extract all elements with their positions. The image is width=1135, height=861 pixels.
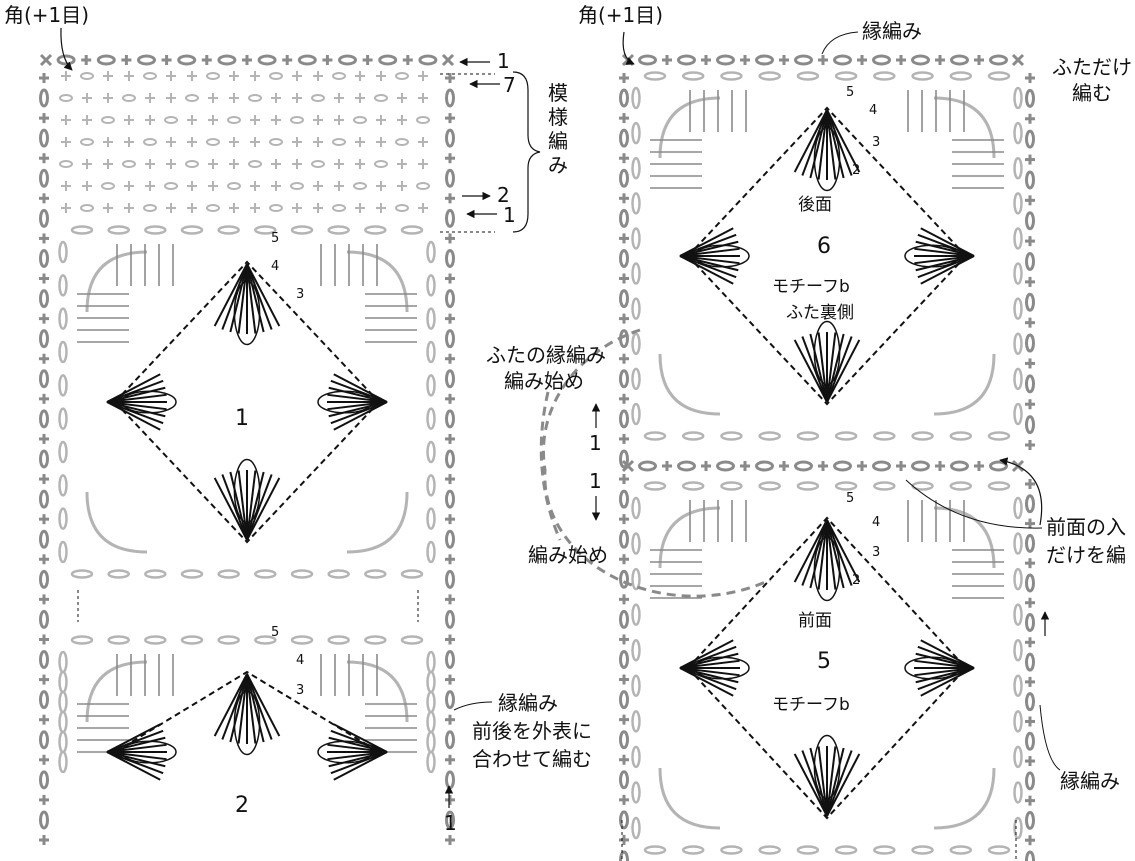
pattern-stitch-label: 模様編み	[548, 81, 568, 177]
svg-text:4: 4	[872, 515, 880, 530]
row-1-top: 1	[497, 49, 510, 73]
corner-label-right: 角(+1目)	[578, 3, 663, 27]
border-stitches	[39, 53, 1035, 861]
lid-only-line1: ふただけ	[1052, 55, 1132, 79]
pattern-stitch-label-text: 模様編み	[548, 81, 568, 177]
edge-row-1-upper: 1	[589, 431, 602, 455]
guide-lines	[77, 73, 1017, 861]
border-label-top: 縁編み	[862, 19, 922, 43]
border-right-label: 縁編み	[1060, 769, 1120, 793]
svg-text:5: 5	[271, 231, 279, 246]
lid-border-start-2: 編み始め	[504, 369, 584, 393]
lid-only-line2: 編む	[1072, 81, 1112, 105]
motif-5-number: 5	[817, 649, 831, 674]
border-mid-3: 合わせて編む	[472, 747, 592, 771]
svg-text:3: 3	[872, 135, 880, 150]
knit-start-label: 編み始め	[528, 543, 608, 567]
front-inner-line1: 前面の入	[1046, 515, 1126, 539]
back-face-label: 後面	[798, 195, 832, 215]
round-numbers: 5 4 3 5 4 3 5 4 3 2 5 4 3 2	[271, 85, 880, 698]
svg-text:3: 3	[296, 287, 304, 302]
svg-text:3: 3	[872, 545, 880, 560]
corner-label-left: 角(+1目)	[4, 3, 89, 27]
svg-text:3: 3	[296, 683, 304, 698]
svg-text:5: 5	[846, 491, 854, 506]
border-mid-2: 前後を外表に	[472, 719, 592, 743]
motif-b-label-6: モチーフb	[772, 277, 850, 297]
arrows	[60, 27, 1050, 808]
border-mid-1: 縁編み	[498, 691, 558, 715]
motif-b-label-5: モチーフb	[772, 695, 850, 715]
svg-text:2: 2	[852, 573, 860, 588]
svg-text:4: 4	[296, 653, 304, 668]
motif-stitches	[58, 71, 1023, 855]
edge-row-1-lower: 1	[589, 469, 602, 493]
front-inner-line2: だけを編	[1046, 543, 1126, 567]
motif-2-number: 2	[235, 793, 249, 818]
row-1-bottom: 1	[503, 203, 516, 227]
row-2: 2	[497, 183, 510, 207]
svg-text:4: 4	[869, 103, 877, 118]
motif-6-number: 6	[817, 234, 831, 259]
lid-border-start-1: ふたの縁編み	[486, 343, 606, 367]
svg-text:2: 2	[852, 163, 860, 178]
lid-border-arc	[541, 328, 771, 598]
pattern-stitch-rows	[59, 71, 430, 213]
svg-text:5: 5	[846, 85, 854, 100]
pattern-brace	[512, 71, 541, 233]
front-face-label: 前面	[798, 611, 832, 631]
text-labels: 角(+1目) 角(+1目) 模様編み 縁編み ふただけ 編む ふたの縁編み 編み…	[4, 3, 1132, 835]
svg-text:4: 4	[271, 259, 279, 274]
callout-lines	[453, 31, 1061, 771]
svg-text:5: 5	[271, 625, 279, 640]
row-7: 7	[503, 73, 516, 97]
lid-back-side-label: ふた裏側	[786, 302, 854, 323]
bottom-row-1: 1	[444, 811, 457, 835]
motif-1-number: 1	[235, 406, 249, 431]
